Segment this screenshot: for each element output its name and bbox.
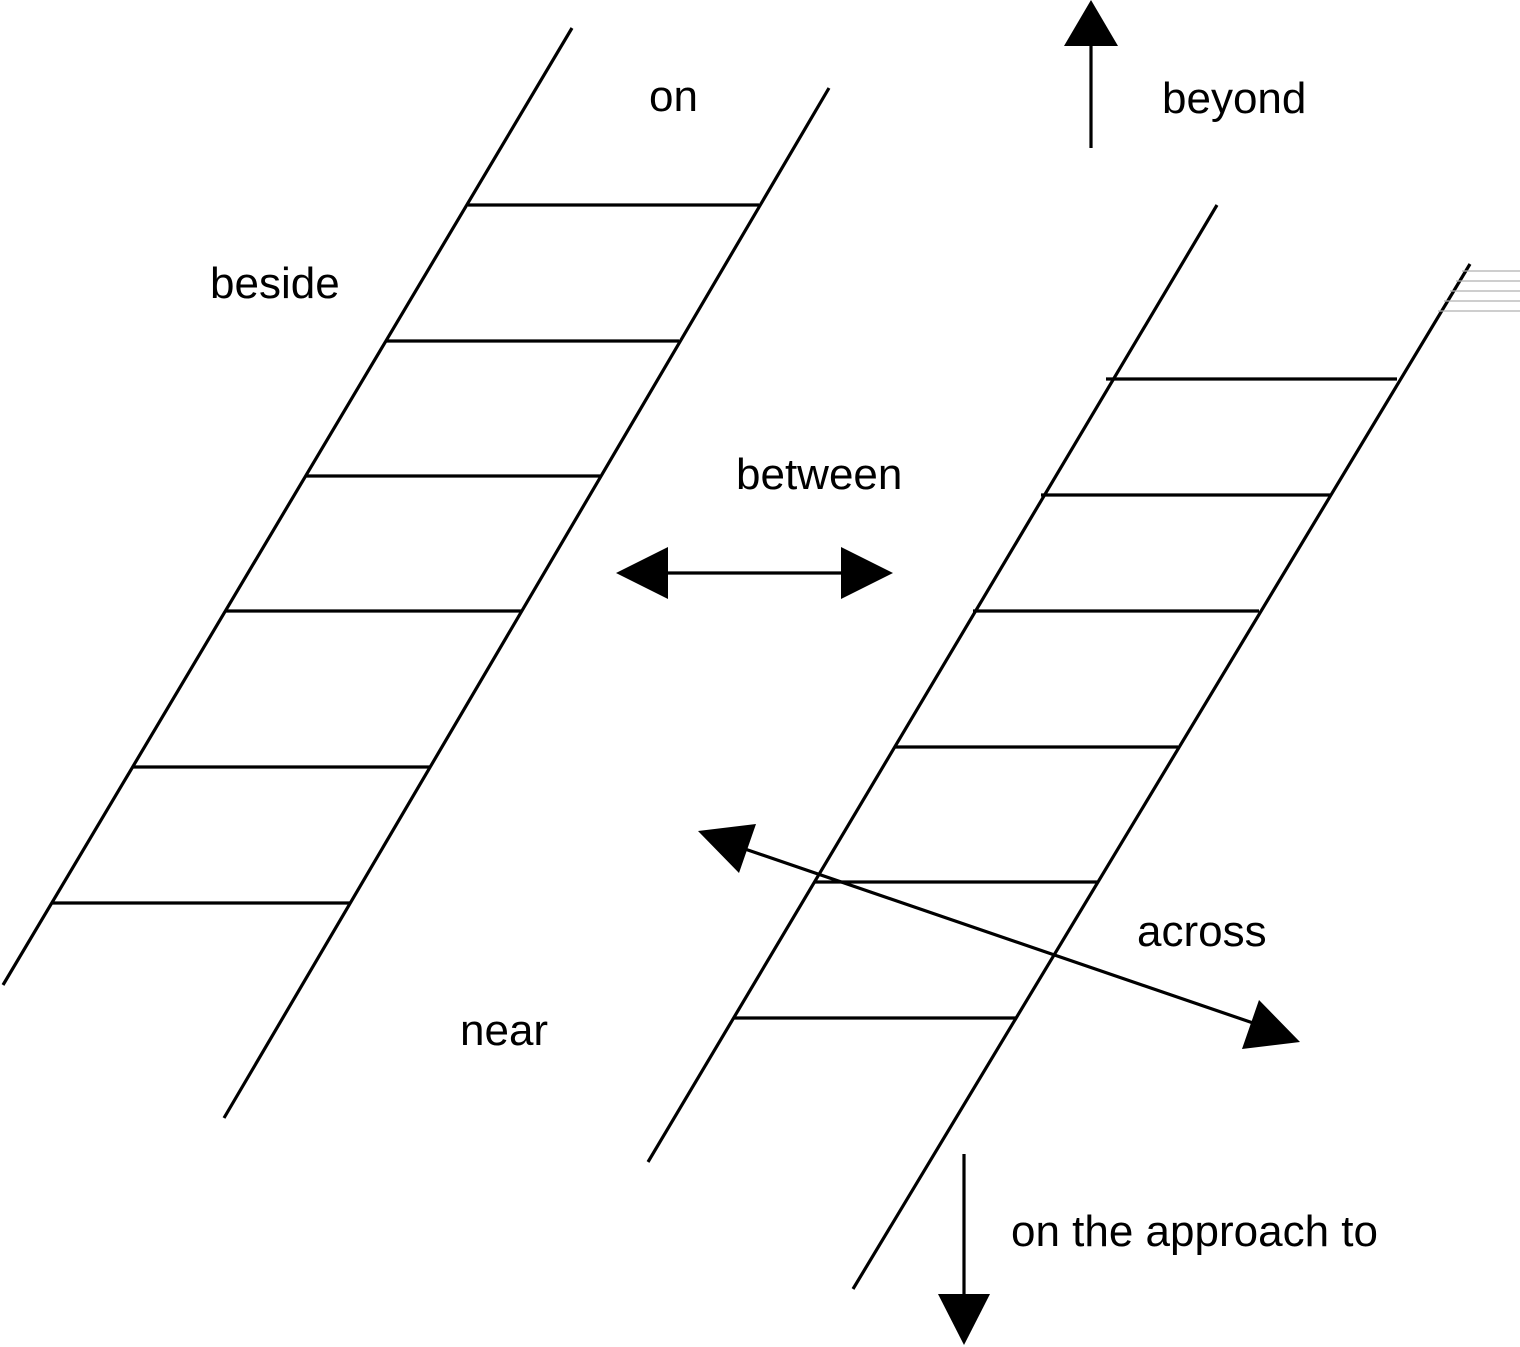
left-ladder xyxy=(1,27,831,1119)
label-across: across xyxy=(1137,907,1267,956)
diagonal-double-arrow-icon xyxy=(698,824,1300,1049)
right-ladder xyxy=(646,204,1472,1290)
label-near: near xyxy=(460,1006,548,1055)
label-on: on xyxy=(649,72,698,121)
edge-artifact-lines xyxy=(1438,270,1520,312)
label-beyond: beyond xyxy=(1162,74,1306,123)
label-between: between xyxy=(736,450,902,499)
label-beside: beside xyxy=(210,259,340,308)
arrow-down-icon xyxy=(938,1154,990,1345)
label-on-the-approach-to: on the approach to xyxy=(1011,1207,1378,1256)
left-ladder-rail-right xyxy=(222,87,831,1119)
arrow-up-icon xyxy=(1064,0,1118,148)
right-ladder-rail-left xyxy=(646,204,1219,1163)
left-ladder-rail-left xyxy=(1,27,574,986)
double-headed-arrow-icon xyxy=(616,547,893,599)
right-ladder-rail-right xyxy=(851,263,1472,1290)
